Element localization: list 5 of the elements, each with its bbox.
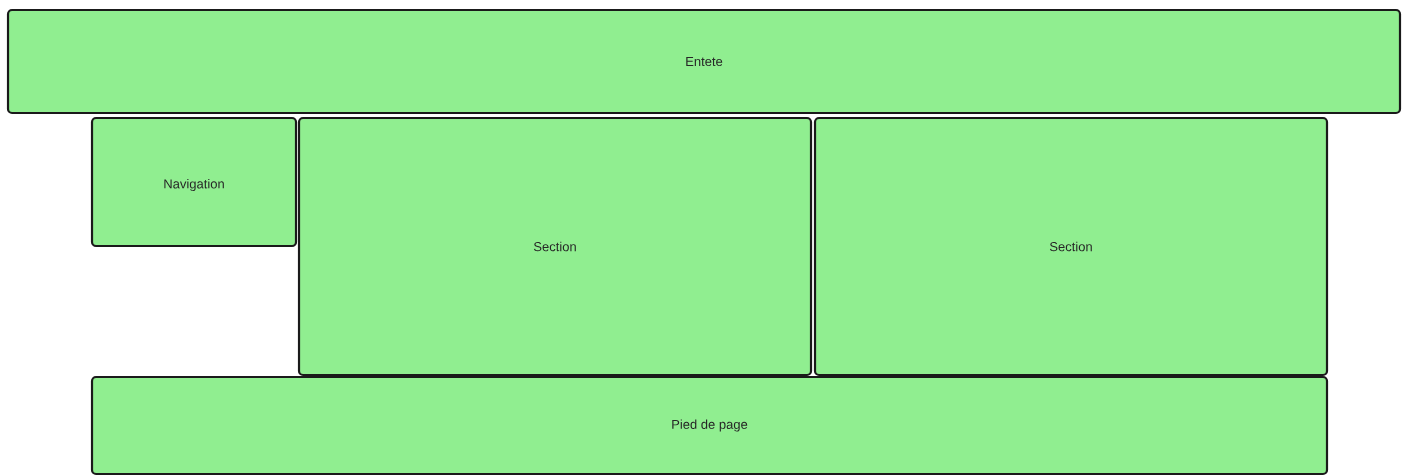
layout-box: Pied de page [90,375,1329,476]
layout-box: Entete [6,8,1402,115]
layout-box: Section [813,116,1329,377]
layout-box: Section [297,116,813,377]
layout-box: Navigation [90,116,298,248]
